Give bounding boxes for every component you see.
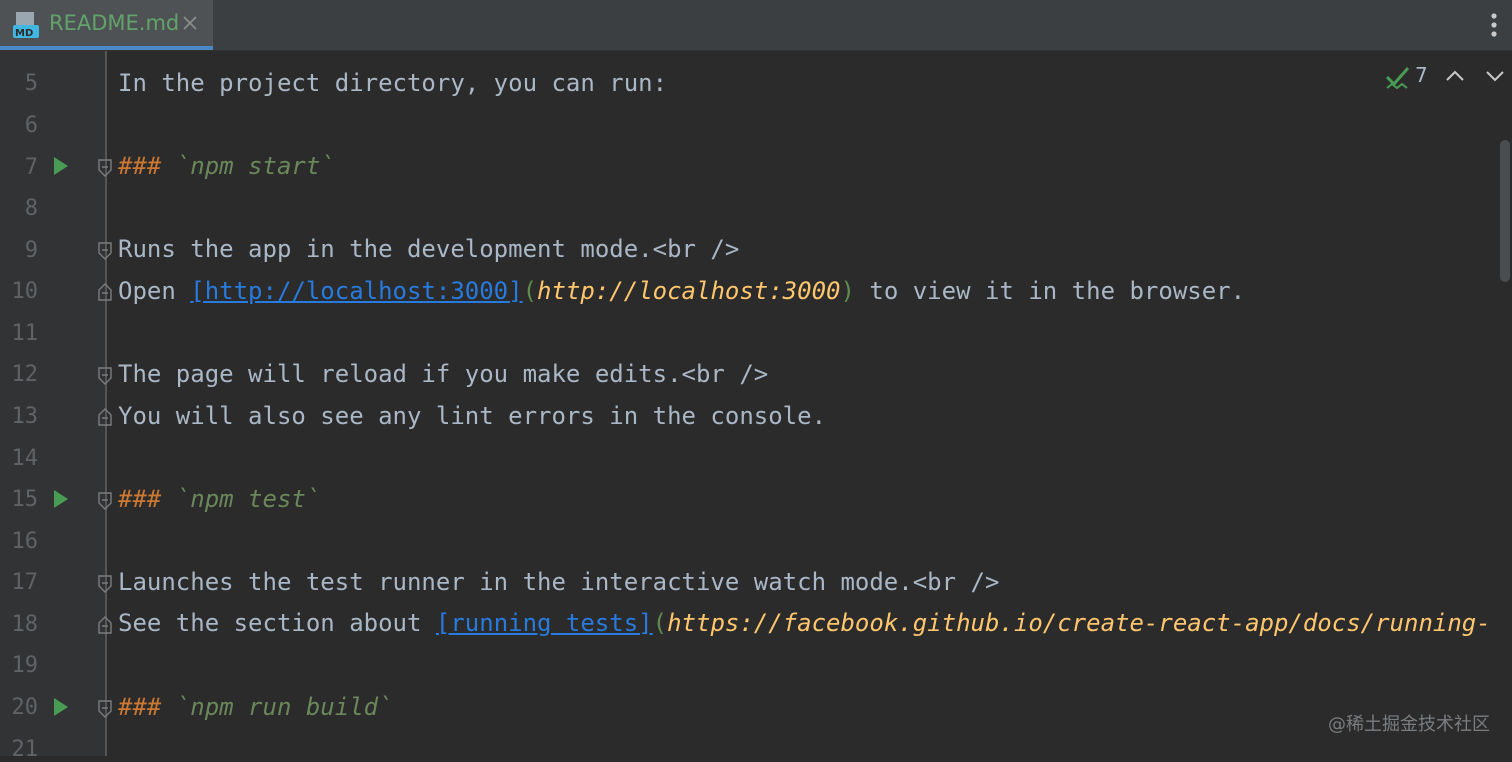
paren-open: ( <box>652 609 668 637</box>
heading-code: `npm test` <box>161 485 321 513</box>
line-number: 8 <box>24 196 38 221</box>
line-number: 14 <box>11 446 39 471</box>
heading-code: `npm start` <box>161 152 335 180</box>
line-number: 6 <box>24 113 38 138</box>
fold-start-icon[interactable] <box>97 158 113 178</box>
paren-close: ) <box>840 277 855 305</box>
watermark: @稀土掘金技术社区 <box>1328 714 1490 735</box>
heading-marker: ### <box>118 485 162 513</box>
fold-start-icon[interactable] <box>97 699 113 719</box>
line-number: 9 <box>24 238 38 263</box>
line-number: 16 <box>11 529 39 554</box>
code-line[interactable]: Runs the app in the development mode.<br… <box>118 235 740 263</box>
heading-marker: ### <box>118 152 162 180</box>
fold-start-icon[interactable] <box>97 491 113 511</box>
run-icon[interactable] <box>53 697 69 717</box>
code-line[interactable]: In the project directory, you can run: <box>118 69 668 97</box>
code-line[interactable]: Open [http://localhost:3000](http://loca… <box>118 277 1245 305</box>
line-number: 17 <box>11 570 39 595</box>
svg-text:MD: MD <box>15 28 33 39</box>
heading-marker: ### <box>118 693 162 721</box>
fold-start-icon[interactable] <box>97 241 113 261</box>
code-text: Open <box>118 277 191 305</box>
line-number: 15 <box>11 487 39 512</box>
chevron-up-icon[interactable] <box>1444 66 1466 86</box>
fold-start-icon[interactable] <box>97 574 113 594</box>
fold-start-icon[interactable] <box>97 366 113 386</box>
line-number: 20 <box>11 695 39 720</box>
inspection-count[interactable]: 7 <box>1415 63 1428 87</box>
code-line[interactable]: ### `npm test` <box>118 485 320 513</box>
fold-end-icon[interactable] <box>97 407 113 427</box>
check-mark-icon[interactable] <box>1384 63 1412 91</box>
active-tab-indicator <box>0 46 213 50</box>
code-text: See the section about <box>118 609 436 637</box>
code-line[interactable]: ### `npm run build` <box>118 693 393 721</box>
line-number: 19 <box>11 653 39 678</box>
line-number: 12 <box>11 362 39 387</box>
code-line[interactable]: ### `npm start` <box>118 152 335 180</box>
tab-title: README.md <box>49 11 180 35</box>
chevron-down-icon[interactable] <box>1484 66 1506 86</box>
link-text[interactable]: [http://localhost:3000] <box>190 277 523 305</box>
more-vertical-icon[interactable] <box>1486 12 1502 38</box>
line-number: 13 <box>11 404 39 429</box>
close-icon[interactable] <box>180 13 200 33</box>
line-number: 10 <box>11 279 39 304</box>
code-line[interactable]: Launches the test runner in the interact… <box>118 568 1000 596</box>
markdown-file-icon: MD <box>13 12 39 39</box>
line-number: 5 <box>24 71 38 96</box>
tab-readme[interactable]: MD README.md <box>0 0 213 50</box>
line-number: 11 <box>11 321 39 346</box>
code-line[interactable]: See the section about [running tests](ht… <box>118 609 1512 637</box>
editor-tab-bar: MD README.md <box>0 0 1512 51</box>
link-url[interactable]: http://localhost:3000 <box>537 277 841 305</box>
line-number: 21 <box>11 737 39 762</box>
gutter-separator <box>105 51 107 756</box>
editor-gutter <box>0 51 106 756</box>
link-url[interactable]: https://facebook.github.io/create-react-… <box>667 609 1491 637</box>
fold-end-icon[interactable] <box>97 615 113 635</box>
code-line[interactable]: The page will reload if you make edits.<… <box>118 360 769 388</box>
link-text[interactable]: [running tests] <box>435 609 653 637</box>
code-line[interactable]: You will also see any lint errors in the… <box>118 402 827 430</box>
paren-open: ( <box>522 277 538 305</box>
run-icon[interactable] <box>53 156 69 176</box>
code-text: to view it in the browser. <box>854 277 1246 305</box>
heading-code: `npm run build` <box>161 693 393 721</box>
line-number: 7 <box>24 155 38 180</box>
vertical-scrollbar[interactable] <box>1500 140 1510 282</box>
line-number: 18 <box>11 612 39 637</box>
fold-end-icon[interactable] <box>97 282 113 302</box>
run-icon[interactable] <box>53 489 69 509</box>
